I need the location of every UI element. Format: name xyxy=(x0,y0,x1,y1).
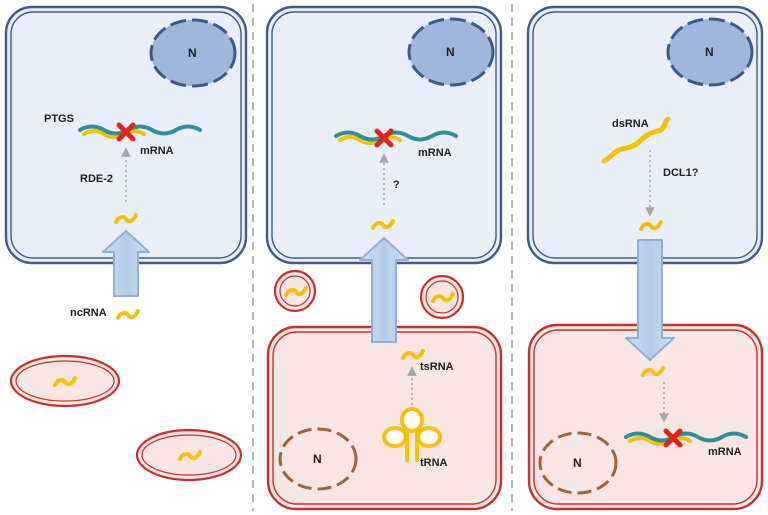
panel-3 xyxy=(526,5,764,511)
small-rna-host xyxy=(371,219,395,230)
trna-label: tRNA xyxy=(420,457,448,469)
vesicle-right-rna xyxy=(431,292,455,303)
ncrna-free xyxy=(116,309,140,320)
transfer-arrow-up xyxy=(359,237,409,343)
panel3-nucleus-bottom-label: N xyxy=(573,456,582,470)
panel3-mrna-label: mRNA xyxy=(708,446,742,458)
dcl1-label: DCL1? xyxy=(663,167,699,179)
vesicle-right-inner xyxy=(141,434,237,476)
transfer-arrow-up xyxy=(102,230,150,297)
host-nucleus xyxy=(666,17,754,87)
panel1-mrna-label: mRNA xyxy=(140,145,174,157)
pathogen-nucleus xyxy=(278,427,358,491)
rde2-label: RDE-2 xyxy=(80,173,114,185)
small-rna-strand xyxy=(338,135,402,145)
ncrna-label: ncRNA xyxy=(70,307,107,319)
host-nucleus xyxy=(407,17,495,87)
small-rna-pathogen xyxy=(641,366,665,377)
tsrna-strand xyxy=(401,349,425,360)
cleavage-mark-icon xyxy=(663,428,683,448)
dsrna-label: dsRNA xyxy=(612,118,649,130)
pathogen-nucleus xyxy=(538,431,618,495)
panel2-mrna-label: mRNA xyxy=(418,147,452,159)
panel3-nucleus-top-label: N xyxy=(705,45,714,59)
mrna-strand xyxy=(334,130,458,142)
panel-1 xyxy=(4,5,248,482)
vesicle-left-inner xyxy=(15,360,115,402)
cleavage-mark-icon xyxy=(116,122,136,142)
small-rna-host xyxy=(639,220,663,231)
panel-2 xyxy=(265,5,503,511)
panel2-nucleus-bottom-label: N xyxy=(313,452,322,466)
vesicle-right-rna xyxy=(178,450,202,461)
small-rna-strand xyxy=(82,129,146,139)
vesicle-left-rna xyxy=(53,376,77,387)
mrna-strand xyxy=(78,124,202,136)
mrna-strand xyxy=(624,431,748,443)
vesicle-left-inner xyxy=(279,275,311,307)
tsrna-label: tsRNA xyxy=(420,361,454,373)
host-nucleus xyxy=(149,18,237,88)
transfer-arrow-down xyxy=(625,239,675,361)
cleavage-mark-icon xyxy=(374,128,394,148)
dsrna-strand xyxy=(601,116,671,164)
trna-icon xyxy=(382,407,442,462)
panel1-nucleus-label: N xyxy=(188,46,197,60)
question-label: ? xyxy=(393,179,400,191)
vesicle-left-rna xyxy=(284,286,308,297)
vesicle-right-inner xyxy=(425,280,459,314)
small-rna-host xyxy=(114,213,138,224)
ptgs-label: PTGS xyxy=(44,113,74,125)
small-rna-strand xyxy=(628,436,692,446)
panel2-nucleus-top-label: N xyxy=(446,45,455,59)
